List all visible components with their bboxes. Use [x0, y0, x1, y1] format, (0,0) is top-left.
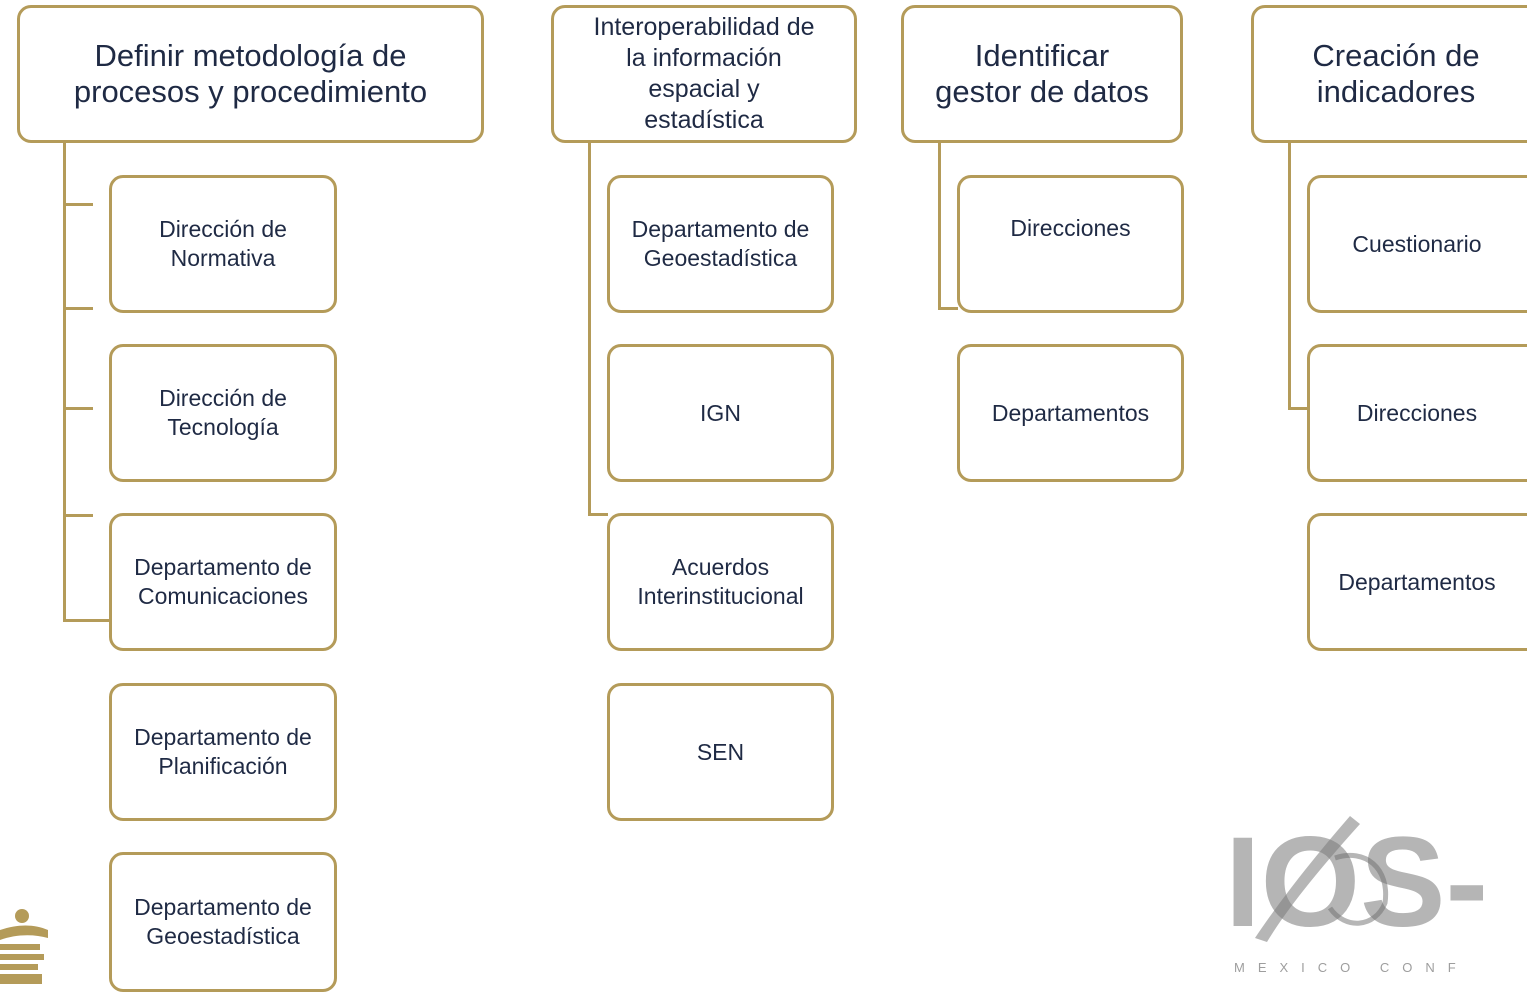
header-box-metodologia: Definir metodología de procesos y proced…	[17, 5, 484, 143]
child-box-cuestionario: Cuestionario	[1307, 175, 1527, 313]
connector-col2-tick-1	[588, 513, 608, 516]
child-box-direccion-tecnologia: Dirección de Tecnología	[109, 344, 337, 482]
child-box-depto-comunicaciones: Departamento de Comunicaciones	[109, 513, 337, 651]
child-box-departamentos: Departamentos	[957, 344, 1184, 482]
connector-col1-vertical	[63, 140, 66, 622]
connector-col3-tick-1	[938, 307, 958, 310]
connector-col1-tick-3	[63, 407, 93, 410]
child-box-acuerdos: Acuerdos Interinstitucional	[607, 513, 834, 651]
child-box-departamentos-2: Departamentos	[1307, 513, 1527, 651]
connector-col1-tick-5	[63, 619, 110, 622]
child-box-sen: SEN	[607, 683, 834, 821]
connector-col4-vertical	[1288, 140, 1291, 410]
child-box-depto-geoestadistica-2: Departamento de Geoestadística	[607, 175, 834, 313]
child-box-direcciones-2: Direcciones	[1307, 344, 1527, 482]
connector-col1-tick-4	[63, 514, 93, 517]
child-box-ign: IGN	[607, 344, 834, 482]
header-box-gestor-datos: Identificar gestor de datos	[901, 5, 1183, 143]
header-box-interoperabilidad: Interoperabilidad de la información espa…	[551, 5, 857, 143]
connector-col1-tick-1	[63, 203, 93, 206]
conference-logo: IOS-	[1225, 811, 1488, 954]
connector-col3-vertical	[938, 140, 941, 310]
header-box-indicadores: Creación de indicadores	[1251, 5, 1527, 143]
conference-logo-subtitle: MEXICO CONF	[1234, 960, 1469, 975]
connector-col4-tick-1	[1288, 407, 1308, 410]
connector-col1-tick-2	[63, 307, 93, 310]
connector-col2-vertical	[588, 140, 591, 516]
child-box-depto-planificacion: Departamento de Planificación	[109, 683, 337, 821]
child-box-direcciones: Direcciones	[957, 175, 1184, 313]
emblem-icon	[0, 909, 48, 984]
child-box-direccion-normativa: Dirección de Normativa	[109, 175, 337, 313]
child-box-depto-geoestadistica: Departamento de Geoestadística	[109, 852, 337, 992]
